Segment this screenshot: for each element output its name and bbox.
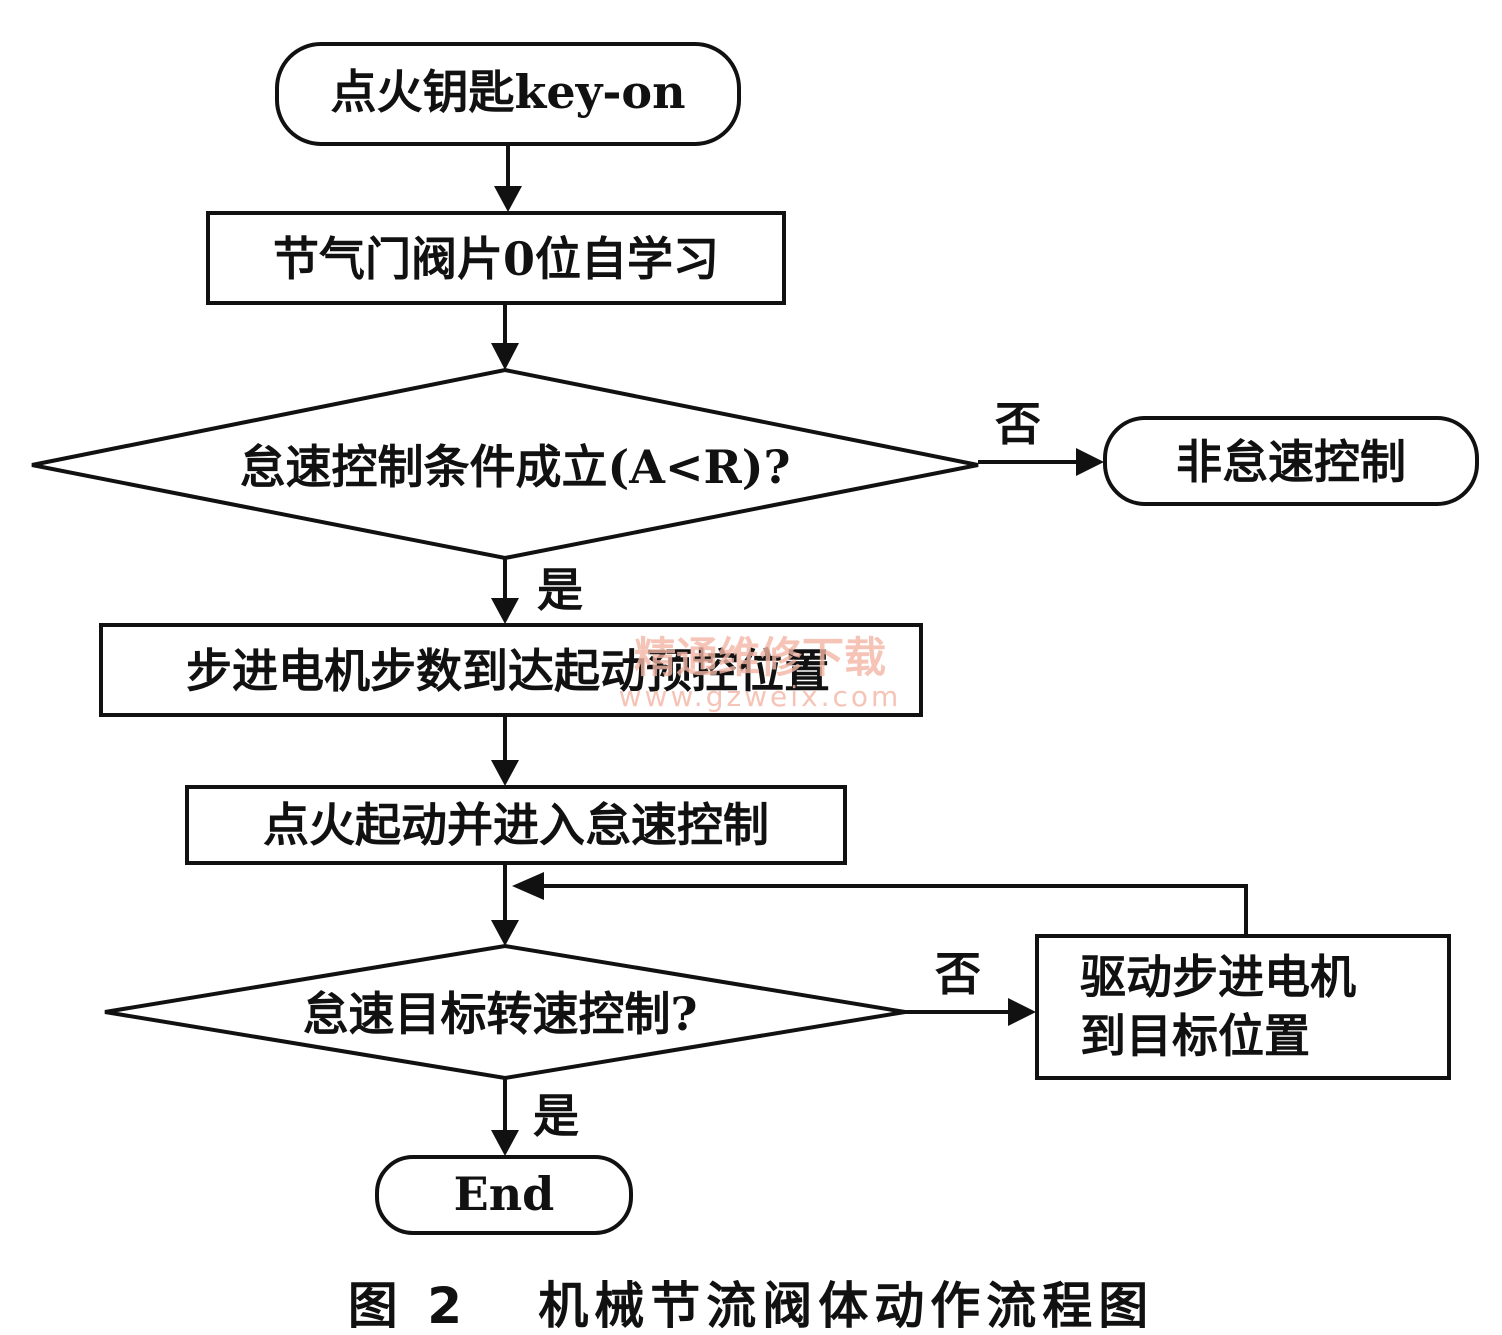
ignite-idle-label: 点火起动并进入怠速控制 [263, 798, 769, 852]
yes-label-1: 是 [537, 563, 583, 617]
decision-target-speed-label: 怠速目标转速控制? [303, 987, 698, 1041]
non-idle-label: 非怠速控制 [1176, 435, 1406, 489]
arrowhead-3 [1076, 448, 1104, 476]
connector-loop-back [540, 884, 1248, 936]
non-idle-terminal [1103, 416, 1479, 506]
arrowhead-6 [491, 920, 519, 946]
arrowhead-8 [491, 1130, 519, 1156]
decision-idle-condition [31, 367, 979, 561]
arrowhead-5 [491, 760, 519, 786]
watermark-url: www.gzweix.com [619, 680, 902, 713]
self-learn-label: 节气门阀片0位自学习 [273, 232, 719, 286]
yes-label-2: 是 [533, 1089, 579, 1143]
arrowhead-7 [1008, 998, 1036, 1026]
drive-motor-label-line1: 驱动步进电机 [1080, 950, 1356, 1004]
figure-caption: 图 2 机械节流阀体动作流程图 [348, 1277, 1154, 1335]
no-label-2: 否 [935, 947, 981, 1001]
arrowhead-loop [512, 872, 544, 900]
arrowhead-4 [491, 598, 519, 624]
preset-position-box [99, 623, 923, 717]
self-learn-box [206, 211, 786, 305]
ignite-idle-box [185, 785, 847, 865]
no-label-1: 否 [995, 397, 1041, 451]
decision-idle-condition-label: 怠速控制条件成立(A<R)? [240, 440, 791, 494]
drive-motor-label-line2: 到目标位置 [1080, 1009, 1310, 1063]
arrowhead-2 [491, 343, 519, 370]
start-label: 点火钥匙key-on [330, 65, 685, 119]
drive-motor-box [1035, 934, 1451, 1080]
preset-position-label: 步进电机步数到达起动预控位置 [186, 644, 830, 698]
watermark-title: 精通维修下载 [634, 633, 886, 682]
end-terminal [375, 1155, 633, 1235]
arrowhead-1 [494, 186, 522, 212]
end-label: End [454, 1167, 555, 1221]
